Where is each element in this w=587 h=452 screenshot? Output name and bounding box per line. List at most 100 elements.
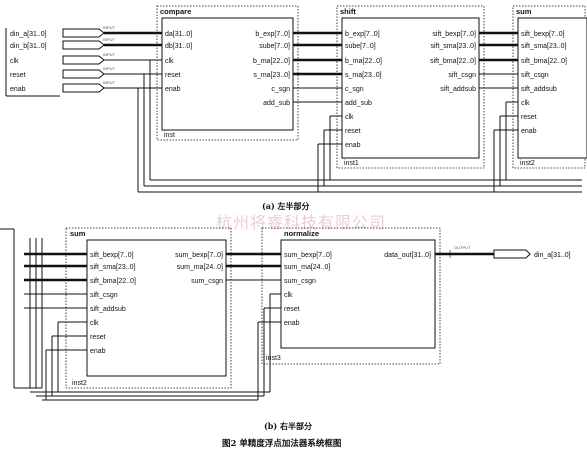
normalize-inst: inst3 <box>266 355 281 362</box>
input-tag: INPUT <box>103 25 116 30</box>
wires-input-to-compare <box>104 31 162 192</box>
compare-pin-left: clk <box>165 58 174 65</box>
sum-pin-left-b: sift_bma[22..0] <box>90 278 136 285</box>
input-pin-din-b: INPUT din_b[31..0] <box>10 37 116 50</box>
control-bus-b-bottom <box>14 387 270 401</box>
input-tag: INPUT <box>103 66 116 71</box>
normalize-block: normalize inst3 sum_bexp[7..0] sum_ma[24… <box>261 227 441 365</box>
input-pin-clk: INPUT clk <box>10 52 116 65</box>
compare-pin-right: sube[7..0] <box>259 43 290 50</box>
output-tag: OUTPUT <box>454 245 471 250</box>
sum-pin-left-a: enab <box>521 128 537 135</box>
shift-pin-right: sift_bma[22..0] <box>430 58 476 65</box>
compare-pin-left: da[31..0] <box>165 31 192 38</box>
compare-pin-left: enab <box>165 86 181 93</box>
wires-sum-to-normalize <box>226 252 281 400</box>
sum-pin-left-b: reset <box>90 334 106 341</box>
shift-pin-left: b_exp[7..0] <box>345 31 380 38</box>
input-label-din-b: din_b[31..0] <box>10 43 47 50</box>
sum-pin-left-b: sift_csgn <box>90 292 118 299</box>
wires-shift-to-sum <box>479 31 518 192</box>
sum-pin-left-a: sift_csgn <box>521 72 549 79</box>
input-pin-enab: INPUT enab <box>10 80 116 93</box>
compare-pin-left: reset <box>165 72 181 79</box>
sum-pin-left-a: sift_bexp[7..0] <box>521 31 565 38</box>
shift-inst: inst1 <box>344 160 359 167</box>
sum-pin-left-a: reset <box>521 114 537 121</box>
shift-pin-left: sube[7..0] <box>345 43 376 50</box>
sum-pin-left-b: sift_bexp[7..0] <box>90 252 134 259</box>
shift-pin-right: sift_addsub <box>440 86 476 93</box>
compare-pin-right: b_ma[22..0] <box>253 58 290 65</box>
sum-pin-left-b: sift_addsub <box>90 306 126 313</box>
normalize-pin-left: sum_csgn <box>284 278 316 285</box>
sum-inst-b: inst2 <box>72 380 87 387</box>
sum-pin-left-b: sift_sma[23..0] <box>90 264 136 271</box>
sum-inst-a: inst2 <box>520 160 535 167</box>
output-pin: OUTPUT din_a[31..0] <box>435 245 571 259</box>
input-label-clk: clk <box>10 58 19 65</box>
shift-block: shift inst1 b_exp[7..0] sube[7..0] b_ma[… <box>336 5 485 169</box>
control-bus-a <box>138 179 582 193</box>
compare-pin-right: add_sub <box>263 100 290 107</box>
compare-pin-right: c_sgn <box>271 86 290 93</box>
sum-pin-right-b: sum_ma[24..0] <box>177 264 223 271</box>
compare-block: compare inst da[31..0] db[31..0] clk res… <box>156 5 299 141</box>
sum-block-b: sum inst2 sift_bexp[7..0] sift_sma[23..0… <box>65 227 232 389</box>
input-label-din-a: din_a[31..0] <box>10 31 47 38</box>
part-b: sum inst2 sift_bexp[7..0] sift_sma[23..0… <box>0 227 571 431</box>
shift-pin-left: reset <box>345 128 361 135</box>
normalize-pin-left: sum_ma[24..0] <box>284 264 330 271</box>
wires-compare-to-shift <box>293 31 342 192</box>
wires-into-sum <box>24 252 87 400</box>
shift-pin-left: clk <box>345 114 354 121</box>
normalize-title: normalize <box>284 229 319 238</box>
compare-pin-left: db[31..0] <box>165 43 192 50</box>
sum-pin-left-a: sift_sma[23..0] <box>521 43 567 50</box>
input-pin-reset: INPUT reset <box>10 66 116 79</box>
caption-a: (a) 左半部分 <box>262 201 310 211</box>
input-label-reset: reset <box>10 72 26 79</box>
normalize-pin-left: enab <box>284 320 300 327</box>
sum-pin-left-a: sift_addsub <box>521 86 557 93</box>
sum-title-a: sum <box>516 7 532 16</box>
shift-pin-left: c_sgn <box>345 86 364 93</box>
sum-title-b: sum <box>70 229 86 238</box>
input-pins: INPUT din_a[31..0] INPUT din_b[31..0] IN… <box>5 25 116 97</box>
compare-title: compare <box>160 7 191 16</box>
input-tag: INPUT <box>103 37 116 42</box>
caption-b: (b) 右半部分 <box>264 421 312 431</box>
input-pin-din-a: INPUT din_a[31..0] <box>10 25 116 38</box>
shift-pin-left: add_sub <box>345 100 372 107</box>
control-bus-b <box>0 228 43 388</box>
compare-inst: inst <box>164 132 175 139</box>
shift-title: shift <box>340 7 356 16</box>
compare-pin-right: b_exp[7..0] <box>255 31 290 38</box>
sum-block-a: sum inst2 sift_bexp[7..0] sift_sma[23..0… <box>512 5 587 169</box>
sum-pin-left-b: clk <box>90 320 99 327</box>
output-label: din_a[31..0] <box>534 252 571 259</box>
shift-pin-right: sift_sma[23..0] <box>430 43 476 50</box>
sum-pin-left-a: clk <box>521 100 530 107</box>
shift-pin-left: s_ma[23..0] <box>345 72 382 79</box>
part-a: INPUT din_a[31..0] INPUT din_b[31..0] IN… <box>5 5 587 211</box>
input-label-enab: enab <box>10 86 26 93</box>
figure-caption: 图2 单精度浮点加法器系统框图 <box>222 438 341 449</box>
shift-pin-left: b_ma[22..0] <box>345 58 382 65</box>
compare-pin-right: s_ma[23..0] <box>253 72 290 79</box>
normalize-pin-left: clk <box>284 292 293 299</box>
shift-pin-right: sift_csgn <box>448 72 476 79</box>
input-tag: INPUT <box>103 52 116 57</box>
normalize-pin-left: reset <box>284 306 300 313</box>
sum-pin-left-b: enab <box>90 348 106 355</box>
normalize-pin-left: sum_bexp[7..0] <box>284 252 332 259</box>
input-tag: INPUT <box>103 80 116 85</box>
watermark: 杭州将睿科技有限公司 <box>216 213 386 232</box>
sum-pin-left-a: sift_bma[22..0] <box>521 58 567 65</box>
shift-pin-right: sift_bexp[7..0] <box>432 31 476 38</box>
sum-pin-right-b: sum_csgn <box>191 278 223 285</box>
sum-pin-right-b: sum_bexp[7..0] <box>175 252 223 259</box>
normalize-pin-right: data_out[31..0] <box>384 252 431 259</box>
shift-pin-left: enab <box>345 142 361 149</box>
